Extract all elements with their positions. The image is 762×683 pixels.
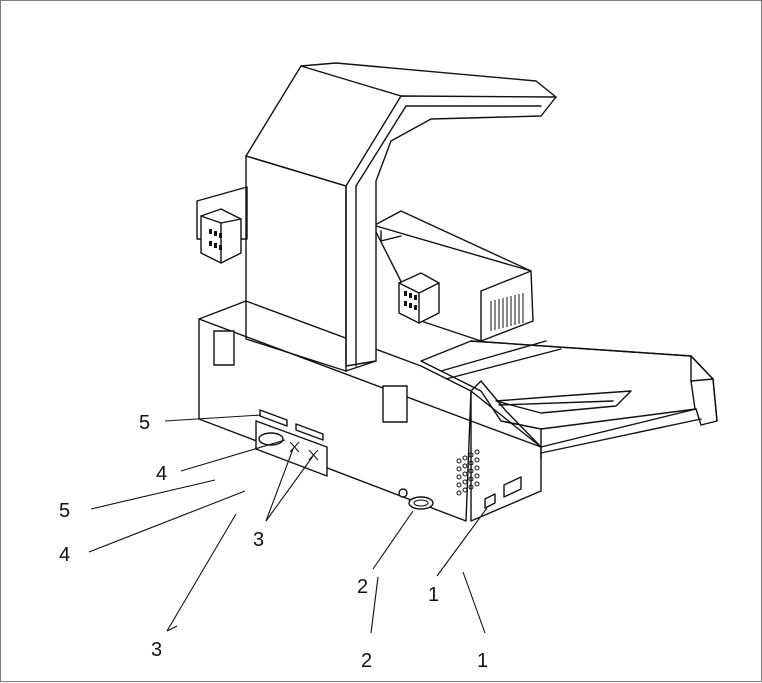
power-socket <box>398 488 434 510</box>
leader-2-inner <box>372 510 414 570</box>
overhead-arm <box>245 62 557 372</box>
x-port-right <box>308 449 319 461</box>
rear-vent-grille <box>490 293 524 331</box>
leader-5-outer <box>90 479 216 510</box>
callout-5-outer: 5 <box>59 500 70 522</box>
side-panel-cutout <box>213 330 235 366</box>
side-vent-dots <box>456 449 480 496</box>
front-panel-cutout <box>382 385 408 423</box>
leader-1-outer <box>462 571 486 634</box>
lamp-module-right <box>398 272 440 324</box>
round-port <box>258 432 284 446</box>
leader-4-outer <box>88 490 246 553</box>
callout-labels: 5 4 3 2 1 5 4 3 2 1 <box>59 412 488 672</box>
leader-4-inner <box>180 439 286 472</box>
lamp-module-left <box>196 186 248 264</box>
power-switch <box>484 493 496 509</box>
output-tray <box>420 340 718 460</box>
slot-upper-left <box>259 409 288 427</box>
leader-lines <box>88 414 488 634</box>
lamp-left-pattern <box>209 229 222 250</box>
callout-4-inner: 4 <box>156 463 167 485</box>
rear-housing <box>372 210 534 342</box>
leader-3-inner-b <box>265 455 314 522</box>
callout-1-inner: 1 <box>428 584 439 606</box>
connector-panel <box>255 409 328 477</box>
socket-hole <box>398 488 408 498</box>
lamp-right-pattern <box>404 291 417 310</box>
leader-3-outer-a <box>166 513 237 632</box>
callout-1-outer: 1 <box>477 650 488 672</box>
leader-1-inner <box>436 507 488 577</box>
callout-2-outer: 2 <box>361 650 372 672</box>
leader-5-inner <box>164 414 262 422</box>
callout-2-inner: 2 <box>357 576 368 598</box>
slot-upper-right <box>295 423 324 441</box>
side-connector <box>503 476 522 498</box>
leader-2-outer <box>370 576 379 634</box>
callout-5-inner: 5 <box>139 412 150 434</box>
leader-3-inner-a <box>265 448 294 522</box>
callout-4-outer: 4 <box>59 544 70 566</box>
x-port-left <box>289 441 300 453</box>
callout-3-outer: 3 <box>151 639 162 661</box>
callout-3-inner: 3 <box>253 529 264 551</box>
leader-3-outer-b <box>166 625 178 632</box>
